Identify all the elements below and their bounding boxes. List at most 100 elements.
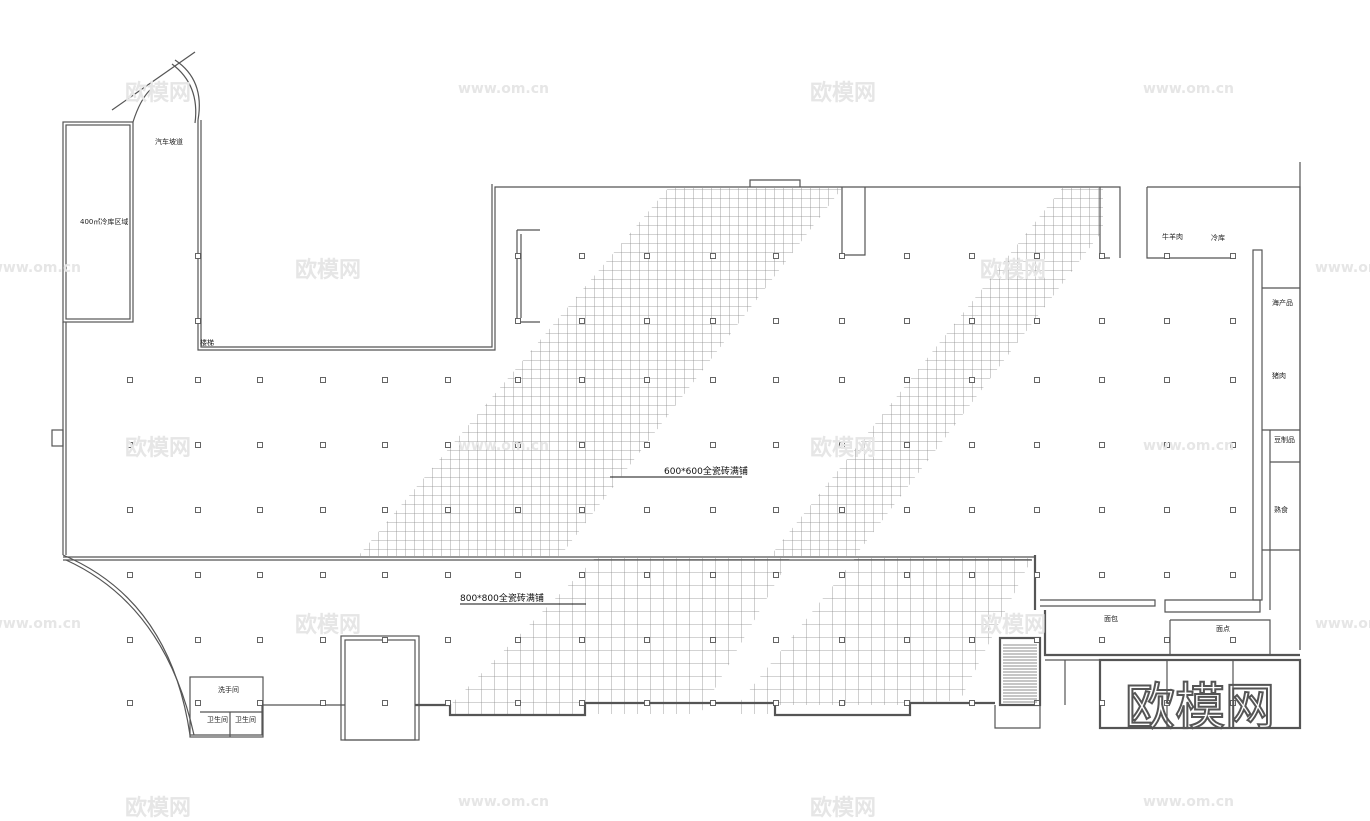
column <box>320 572 326 578</box>
column <box>127 700 133 706</box>
tile-band-upper-2 <box>770 188 1103 556</box>
column <box>257 700 263 706</box>
column <box>382 700 388 706</box>
column <box>710 442 716 448</box>
column <box>257 377 263 383</box>
column <box>1230 442 1236 448</box>
column <box>710 572 716 578</box>
column <box>382 377 388 383</box>
column <box>127 377 133 383</box>
column <box>1164 442 1170 448</box>
column <box>1164 253 1170 259</box>
column <box>1099 318 1105 324</box>
column <box>579 442 585 448</box>
label-pork: 猪肉 <box>1272 371 1286 380</box>
column <box>257 507 263 513</box>
column <box>904 572 910 578</box>
structural-columns <box>127 253 1236 706</box>
column <box>445 442 451 448</box>
column <box>1164 572 1170 578</box>
column <box>904 377 910 383</box>
column <box>839 637 845 643</box>
column <box>969 507 975 513</box>
column <box>445 637 451 643</box>
column <box>579 377 585 383</box>
column <box>1164 700 1170 706</box>
column <box>644 507 650 513</box>
column <box>773 442 779 448</box>
stair-treads <box>1003 644 1037 703</box>
watermark-brand: 欧模网 <box>810 435 876 461</box>
column <box>1099 572 1105 578</box>
column <box>195 377 201 383</box>
label-cold-room: 冷库 <box>1211 233 1225 242</box>
column <box>579 507 585 513</box>
column <box>1164 507 1170 513</box>
column <box>1230 318 1236 324</box>
label-ramp: 汽车坡道 <box>155 137 183 146</box>
column <box>127 507 133 513</box>
column <box>904 637 910 643</box>
watermark-logo-large: 欧模网 <box>1125 678 1275 736</box>
column <box>1164 377 1170 383</box>
column <box>257 637 263 643</box>
column <box>839 507 845 513</box>
column <box>1099 442 1105 448</box>
column <box>195 507 201 513</box>
column <box>710 700 716 706</box>
column <box>1034 253 1040 259</box>
column <box>710 253 716 259</box>
column <box>127 572 133 578</box>
column <box>579 572 585 578</box>
label-bean-products: 豆制品 <box>1274 435 1295 444</box>
column <box>710 377 716 383</box>
column <box>839 377 845 383</box>
watermark-brand: 欧模网 <box>810 80 876 106</box>
watermark-url: www.om.cn <box>1143 81 1234 97</box>
column <box>1230 507 1236 513</box>
watermark-url: www.om.cn <box>0 616 81 632</box>
label-washroom: 洗手间 <box>218 685 239 694</box>
column <box>644 377 650 383</box>
column <box>195 253 201 259</box>
column <box>1034 442 1040 448</box>
watermark-url: www.om.cn <box>1143 438 1234 454</box>
column <box>515 377 521 383</box>
column <box>445 572 451 578</box>
column <box>710 507 716 513</box>
watermark-brand: 欧模网 <box>125 80 191 106</box>
watermark-url: www.om.cn <box>1315 260 1370 276</box>
floor-note-lower: 800*800全瓷砖满铺 <box>460 592 544 604</box>
label-pastry: 面点 <box>1216 625 1230 633</box>
column <box>515 700 521 706</box>
column <box>773 253 779 259</box>
column <box>320 507 326 513</box>
column <box>904 507 910 513</box>
column <box>644 318 650 324</box>
column <box>1034 572 1040 578</box>
label-toilet-2: 卫生间 <box>235 715 256 724</box>
column <box>773 377 779 383</box>
column <box>1034 377 1040 383</box>
column <box>904 442 910 448</box>
watermark-url: www.om.cn <box>458 794 549 810</box>
watermark-brand: 欧模网 <box>125 435 191 461</box>
column <box>1099 700 1105 706</box>
column <box>773 572 779 578</box>
column <box>127 442 133 448</box>
watermark-brand: 欧模网 <box>980 257 1046 283</box>
watermark-url: www.om.cn <box>0 260 81 276</box>
label-bakery: 面包 <box>1104 614 1118 623</box>
column <box>644 442 650 448</box>
column <box>320 637 326 643</box>
floor-note-upper: 600*600全瓷砖满铺 <box>664 465 748 477</box>
label-stair-small: 楼梯 <box>200 338 214 347</box>
label-deli: 熟食 <box>1274 505 1288 514</box>
column <box>257 572 263 578</box>
column <box>579 637 585 643</box>
column <box>195 700 201 706</box>
column <box>904 318 910 324</box>
column <box>773 318 779 324</box>
